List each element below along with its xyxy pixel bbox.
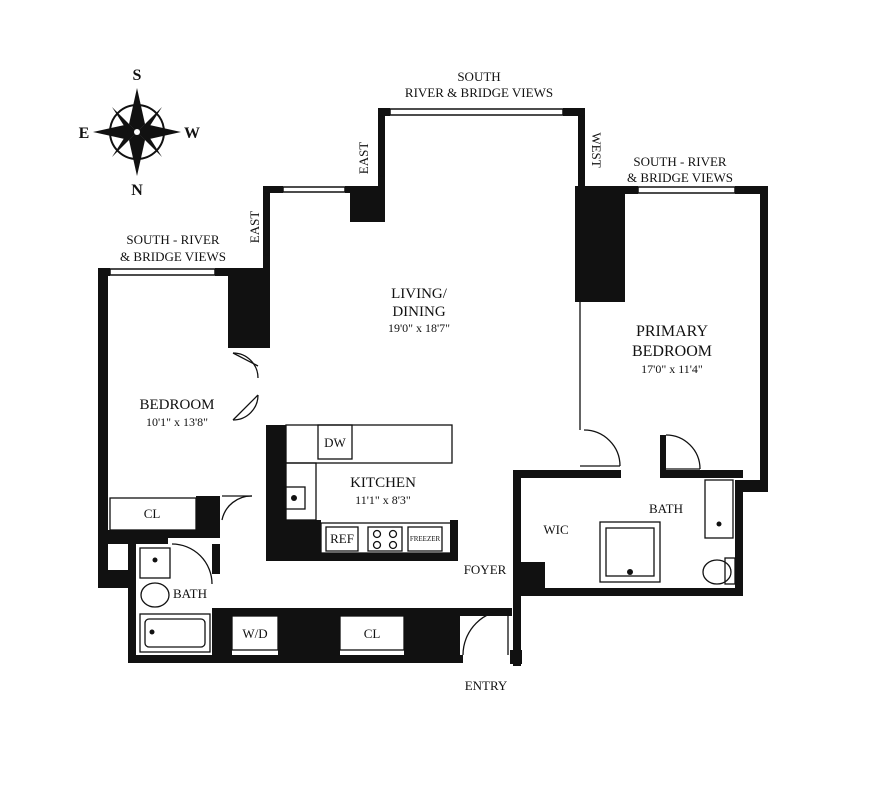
sink-icons: [149, 495, 722, 635]
bedroom-dims: 10'1" x 13'8": [146, 415, 208, 429]
kitchen-dims: 11'1" x 8'3": [355, 493, 411, 507]
secondary-bath-label: BATH: [173, 586, 207, 601]
primary-bedroom-name-1: PRIMARY: [636, 323, 708, 340]
stove-burners-icon: [367, 526, 403, 552]
freezer-label: FREEZER: [410, 535, 441, 543]
bedroom-name: BEDROOM: [139, 397, 214, 413]
walls: [98, 108, 768, 666]
living-room-dims: 19'0" x 18'7": [388, 321, 450, 335]
view-label-right-2: & BRIDGE VIEWS: [627, 170, 733, 185]
hall-closet-label: CL: [364, 626, 381, 641]
compass-west-label: W: [184, 125, 200, 142]
partitions: [109, 302, 736, 656]
bedroom-closet-label: CL: [144, 506, 161, 521]
primary-bedroom-dims: 17'0" x 11'4": [641, 362, 703, 376]
living-room-name-1: LIVING/: [391, 286, 448, 302]
foyer-label: FOYER: [464, 562, 507, 577]
entry-label: ENTRY: [465, 678, 508, 693]
compass-rose-icon: [93, 88, 181, 176]
kitchen-name: KITCHEN: [350, 475, 416, 491]
view-label-east-lower: EAST: [247, 211, 262, 244]
compass-east-label: E: [79, 125, 90, 142]
washer-dryer-label: W/D: [242, 626, 267, 641]
primary-bedroom-name-2: BEDROOM: [632, 343, 712, 360]
living-room-name-2: DINING: [392, 304, 445, 320]
dishwasher-label: DW: [324, 435, 346, 450]
windows: [109, 108, 736, 276]
view-label-top-2: RIVER & BRIDGE VIEWS: [405, 85, 553, 100]
wic-label: WIC: [543, 522, 568, 537]
refrigerator-label: REF: [330, 531, 354, 546]
primary-bath-label: BATH: [649, 501, 683, 516]
compass-south-label: S: [133, 67, 142, 84]
view-label-east-upper: EAST: [356, 142, 371, 175]
view-label-top-1: SOUTH: [457, 69, 500, 84]
view-label-right-1: SOUTH - RIVER: [633, 154, 726, 169]
view-label-west: WEST: [589, 132, 604, 167]
compass-north-label: N: [131, 182, 143, 199]
view-label-left-2: & BRIDGE VIEWS: [120, 249, 226, 264]
view-label-left-1: SOUTH - RIVER: [126, 232, 219, 247]
